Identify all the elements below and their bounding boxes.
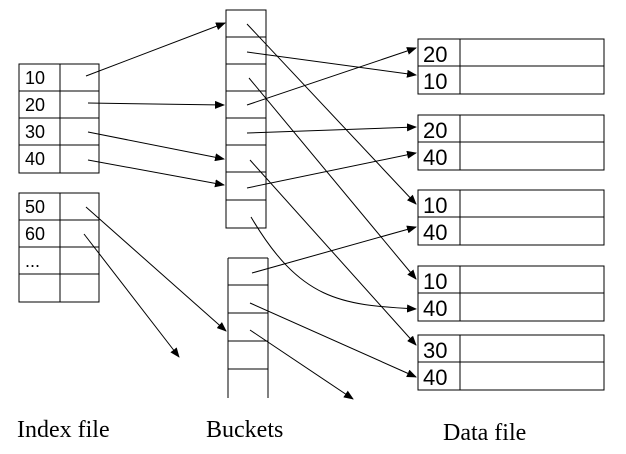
data-key: 20 xyxy=(423,42,447,67)
pointer-arrow xyxy=(246,23,417,205)
index-key: 20 xyxy=(25,95,45,115)
pointer-arrow xyxy=(85,206,227,332)
pointer-arrow xyxy=(87,159,225,188)
data-block-4 xyxy=(417,265,605,322)
data-key: 10 xyxy=(423,193,447,218)
data-key: 40 xyxy=(423,365,447,390)
index-key: 30 xyxy=(25,122,45,142)
pointer-arrow xyxy=(246,51,417,78)
pointer-arrow xyxy=(249,329,354,400)
pointer-arrow xyxy=(250,216,417,313)
index-key: 10 xyxy=(25,68,45,88)
data-key: 40 xyxy=(423,220,447,245)
data-key: 10 xyxy=(423,269,447,294)
pointer-arrow xyxy=(248,77,417,280)
bucket-block-1 xyxy=(225,9,267,229)
pointer-arrow xyxy=(85,22,226,77)
index-key: 50 xyxy=(25,197,45,217)
data-file-caption: Data file xyxy=(443,420,526,446)
index-key: 60 xyxy=(25,224,45,244)
pointer-arrow xyxy=(87,131,225,162)
pointer-arrow xyxy=(246,123,417,134)
data-block-3 xyxy=(417,189,605,246)
pointer-arrow xyxy=(251,225,417,274)
index-block-2 xyxy=(18,192,100,303)
index-block-1 xyxy=(18,63,100,174)
data-key: 20 xyxy=(423,118,447,143)
pointer-arrows xyxy=(83,22,417,400)
pointer-arrow xyxy=(249,159,417,346)
data-key: 40 xyxy=(423,145,447,170)
data-block-2 xyxy=(417,114,605,171)
pointer-arrow xyxy=(87,100,225,109)
pointer-arrow xyxy=(249,302,417,378)
data-key: 10 xyxy=(423,69,447,94)
index-file-caption: Index file xyxy=(17,417,110,443)
data-key: 30 xyxy=(423,338,447,363)
index-key: 40 xyxy=(25,149,45,169)
data-block-1 xyxy=(417,38,605,95)
buckets-caption: Buckets xyxy=(206,417,283,443)
pointer-arrow xyxy=(246,47,417,106)
pointer-arrow xyxy=(83,233,180,358)
data-block-5 xyxy=(417,334,605,391)
bucket-block-2 xyxy=(227,257,269,398)
pointer-arrow xyxy=(246,150,417,189)
data-key: 40 xyxy=(423,296,447,321)
index-key: ... xyxy=(25,251,40,271)
